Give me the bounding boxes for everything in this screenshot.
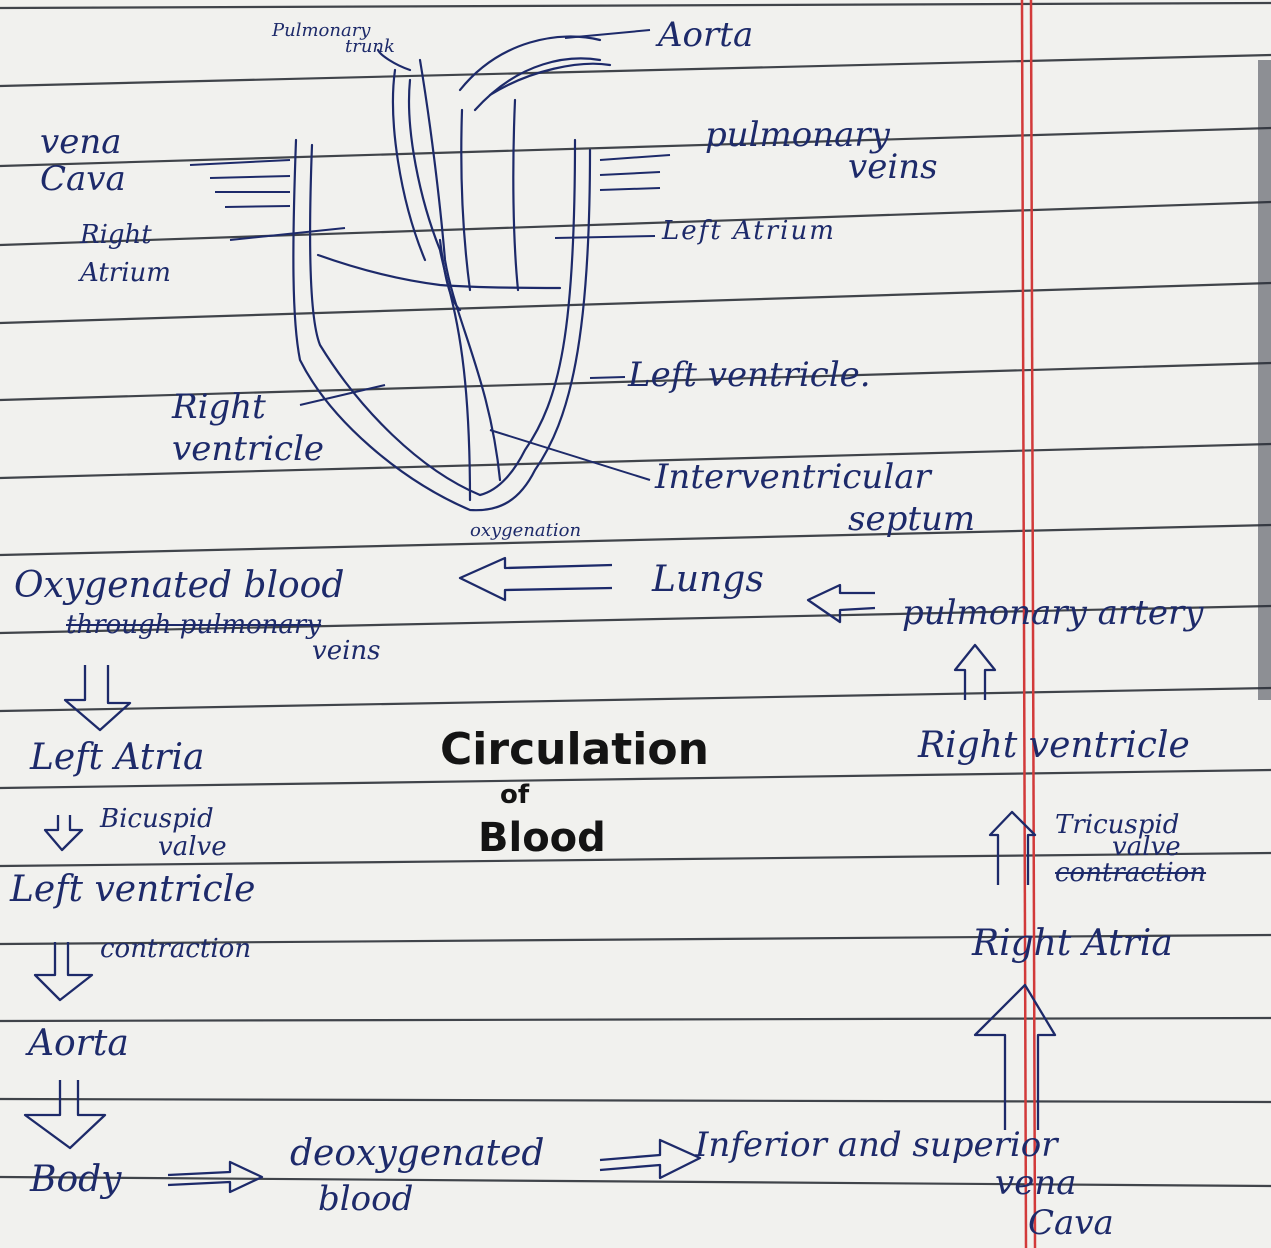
page-edge-shadow	[1258, 60, 1271, 700]
aorta-label: Aorta	[658, 18, 753, 52]
oxygenated-blood-label-2: through pulmonary	[66, 612, 321, 638]
bicuspid-valve-label-2: valve	[158, 834, 227, 860]
page-title-of: of	[500, 782, 529, 808]
interventricular-septum-label: Interventricular	[655, 460, 931, 494]
body-label: Body	[30, 1162, 122, 1198]
right-atrium-label-2: Atrium	[80, 260, 171, 286]
right-atria-label: Right Atria	[972, 926, 1173, 962]
vena-cava-flow-label-2: Cava	[1028, 1206, 1114, 1240]
page-title: Circulation	[440, 728, 709, 772]
oxygenated-blood-label: Oxygenated blood	[14, 568, 344, 604]
vena-cava-flow-label: vena	[995, 1166, 1077, 1200]
vena-cava-label-2: Cava	[40, 162, 126, 196]
tricuspid-valve-label-2: valve	[1112, 834, 1181, 860]
aorta-flow-label: Aorta	[28, 1026, 129, 1062]
right-ventricle-flow-label: Right ventricle	[918, 728, 1190, 764]
pulmonary-trunk-label-2: trunk	[345, 38, 395, 56]
lungs-label: Lungs	[652, 562, 764, 598]
left-ventricle-flow-label: Left ventricle	[10, 872, 255, 908]
page-title-blood: Blood	[478, 818, 606, 858]
deoxygenated-label: deoxygenated	[290, 1136, 544, 1172]
vena-cava-label: vena	[40, 125, 122, 159]
deoxygenated-label-2: blood	[318, 1182, 413, 1216]
inferior-superior-label: Inferior and superior	[695, 1128, 1058, 1162]
left-ventricle-label: Left ventricle.	[628, 358, 871, 392]
tricuspid-contraction-label: contraction	[1055, 860, 1206, 886]
bicuspid-valve-label: Bicuspid	[100, 806, 214, 832]
oxygenated-blood-label-3: veins	[312, 638, 380, 664]
interventricular-septum-label-2: septum	[848, 502, 975, 536]
pulmonary-veins-label-2: veins	[848, 150, 938, 184]
left-atrium-label: Left Atrium	[662, 218, 836, 244]
pulmonary-artery-label: pulmonary artery	[902, 596, 1203, 630]
right-ventricle-label: Right	[172, 390, 266, 424]
right-ventricle-label-2: ventricle	[172, 432, 324, 466]
contraction-label: contraction	[100, 936, 251, 962]
left-atria-label: Left Atria	[30, 740, 204, 776]
oxygenation-label: oxygenation	[470, 522, 581, 540]
right-atrium-label: Right	[80, 222, 152, 248]
